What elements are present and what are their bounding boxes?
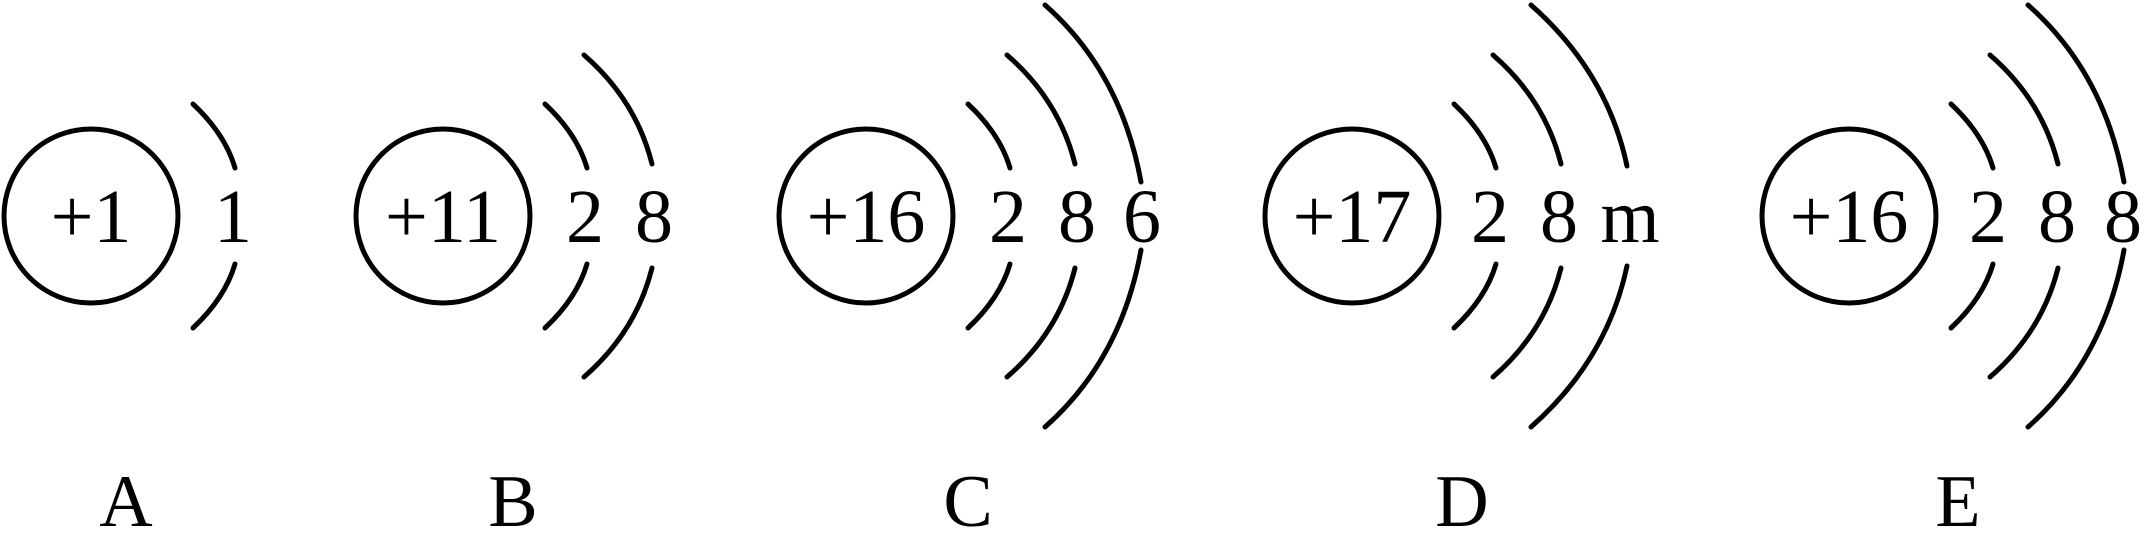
shell-1-electron-count: 1	[214, 175, 252, 259]
diagram-label: C	[943, 461, 992, 532]
shell-1-electron-count: 2	[1471, 175, 1509, 259]
diagram-label: B	[488, 461, 537, 532]
shell-arc-2-top	[1004, 52, 1078, 167]
shell-arc-3-bottom	[2025, 247, 2127, 430]
shell-arc-1-top	[542, 101, 590, 171]
shell-arc-3-top	[1528, 2, 1630, 169]
shell-3-electron-count: 6	[1123, 175, 1161, 259]
shell-arc-1-top	[1948, 101, 1996, 171]
shell-arc-1-bottom	[190, 261, 238, 331]
atom-diagram-d: +17 2 8 m D	[1262, 2, 1660, 537]
nucleus-circle	[1262, 126, 1442, 306]
shell-arc-3-bottom	[1528, 263, 1630, 430]
shell-2-electron-count: 8	[1058, 175, 1096, 259]
shell-2-electron-count: 8	[2038, 175, 2076, 259]
nuclear-charge: +11	[385, 175, 501, 259]
nuclear-charge: +16	[807, 175, 926, 259]
nucleus-circle	[776, 126, 956, 306]
atom-diagram-a: +1 1 A	[1, 101, 252, 537]
diagram-label: D	[1435, 461, 1488, 532]
shell-arc-1-bottom	[965, 261, 1013, 331]
shell-arc-1-top	[190, 101, 238, 171]
nuclear-charge: +16	[1790, 175, 1909, 259]
shell-arc-3-top	[1042, 2, 1144, 185]
shell-arc-2-bottom	[1490, 265, 1564, 380]
shell-1-electron-count: 2	[566, 175, 604, 259]
shell-arc-1-bottom	[542, 261, 590, 331]
shell-3-electron-count: m	[1600, 175, 1659, 259]
shell-arc-3-bottom	[1042, 247, 1144, 430]
shell-arc-2-top	[581, 52, 655, 167]
shell-arc-2-bottom	[581, 265, 655, 380]
shell-arc-2-bottom	[1004, 265, 1078, 380]
shell-arc-2-top	[1987, 52, 2061, 167]
atom-diagram-b: +11 2 8 B	[353, 52, 673, 537]
nucleus-circle	[1759, 126, 1939, 306]
diagram-label: E	[1935, 461, 1980, 532]
shell-arc-1-top	[965, 101, 1013, 171]
atom-diagram-c: +16 2 8 6 C	[776, 2, 1161, 537]
diagram-label: A	[99, 461, 152, 532]
shell-arc-3-top	[2025, 2, 2127, 185]
shell-arc-2-bottom	[1987, 265, 2061, 380]
nuclear-charge: +17	[1293, 175, 1412, 259]
shell-arc-2-top	[1490, 52, 1564, 167]
nucleus-circle	[353, 126, 533, 306]
shell-1-electron-count: 2	[1969, 175, 2007, 259]
nuclear-charge: +1	[51, 175, 132, 259]
shell-3-electron-count: 8	[2104, 175, 2142, 259]
shell-2-electron-count: 8	[1540, 175, 1578, 259]
shell-arc-1-top	[1451, 101, 1499, 171]
nucleus-circle	[1, 126, 181, 306]
shell-arc-1-bottom	[1451, 261, 1499, 331]
shell-2-electron-count: 8	[635, 175, 673, 259]
shell-arc-1-bottom	[1948, 261, 1996, 331]
atom-diagram-e: +16 2 8 8 E	[1759, 2, 2142, 537]
shell-1-electron-count: 2	[989, 175, 1027, 259]
